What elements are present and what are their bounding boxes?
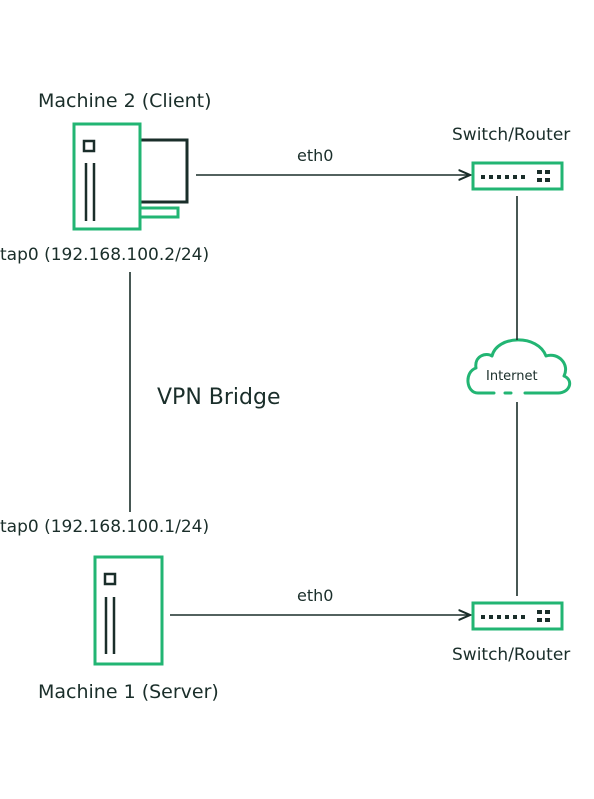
eth0-top-label: eth0 xyxy=(297,146,334,165)
switch-top-label: Switch/Router xyxy=(452,125,571,145)
internet-cloud-icon xyxy=(466,338,572,395)
switch-bottom-label: Switch/Router xyxy=(452,645,571,665)
machine-2-icon xyxy=(72,122,189,231)
vpn-bridge-label: VPN Bridge xyxy=(157,385,281,410)
machine-1-icon xyxy=(93,555,164,666)
switch-bottom-icon xyxy=(471,601,564,631)
tap-client-label: tap0 (192.168.100.2/24) xyxy=(0,245,210,265)
tap-server-label: tap0 (192.168.100.1/24) xyxy=(0,517,210,537)
switch-top-icon xyxy=(471,161,564,191)
machine-1-label: Machine 1 (Server) xyxy=(38,681,219,703)
machine-2-label: Machine 2 (Client) xyxy=(38,90,212,112)
eth0-bottom-label: eth0 xyxy=(297,586,334,605)
internet-label: Internet xyxy=(486,369,538,384)
